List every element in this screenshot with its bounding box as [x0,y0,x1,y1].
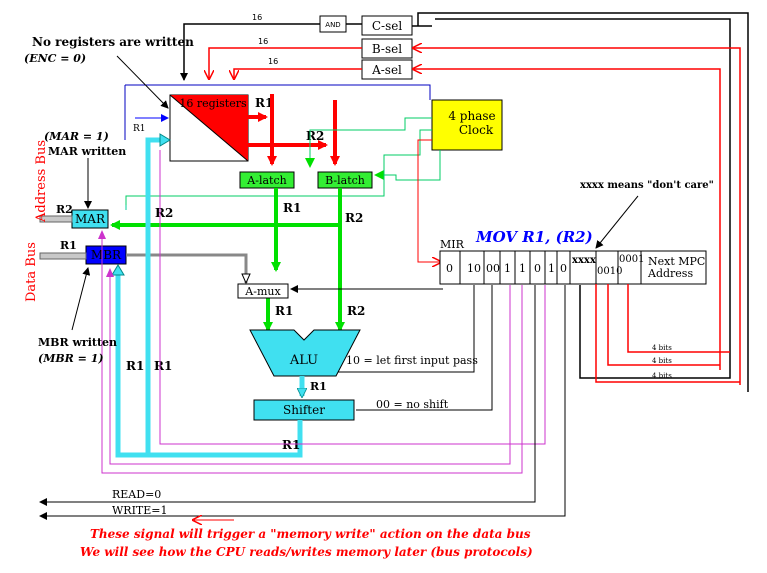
no-reg-written-note: No registers are written [32,35,194,49]
b-sel-wires [209,48,741,385]
enc-note: (ENC = 0) [24,52,86,65]
wire-label-4bits-2: 4 bits [652,357,672,365]
mir-field-alu: 10 [467,262,481,275]
mir-field-mbr: 1 [504,262,511,275]
wire-label-4bits-1: 4 bits [652,344,672,352]
mir-select-wires [595,284,740,383]
reg-output-wires [248,94,340,166]
mar-set-note: (MAR = 1) [44,130,109,143]
footer-note-1: These signal will trigger a "memory writ… [90,527,531,541]
b-latch: B-latch [317,171,373,189]
read-signal: READ=0 [112,488,161,501]
c-sel-wires [180,12,749,392]
clock-box: 4 phase Clock [431,99,503,151]
svg-text:A-latch: A-latch [246,174,286,187]
alu: ALU [249,329,361,377]
dont-care-pointer [595,195,639,249]
mbr-written-note: MBR written [38,336,117,349]
reg-input-r1: R1 [133,124,146,134]
svg-text:C-sel: C-sel [372,19,402,33]
svg-text:4 phase: 4 phase [448,109,495,123]
data-bus-label: Data Bus [24,242,39,302]
mir-field-sh: 00 [486,262,500,275]
shifter-out-r1-label: R1 [282,438,300,452]
b-sel-box: B-sel [361,38,413,59]
a-latch-r1-label: R1 [283,201,301,215]
a-latch: A-latch [239,171,295,189]
mbr-set-note: (MBR = 1) [38,352,104,365]
clock-wires [125,117,441,205]
reg-out-r1-label: R1 [255,96,273,110]
alu-out-r1-label: R1 [310,380,327,393]
memory-control-wires [101,150,546,474]
write-signal: WRITE=1 [112,504,168,517]
c-sel-box: C-sel [361,15,413,36]
wire-label-16-a: 16 [268,57,278,66]
alu-control-wire [338,285,475,373]
mir-field-xxxx: xxxx [572,255,597,266]
a-mux: A-mux [237,283,289,299]
svg-text:ALU: ALU [289,353,318,368]
svg-text:Shifter: Shifter [283,403,325,417]
reg-out-r2-label: R2 [306,129,324,143]
b-latch-r2-label: R2 [345,211,363,225]
read-write-wires [39,285,566,520]
a-sel-box: A-sel [361,59,413,80]
alu-in-r1-label: R1 [275,304,293,318]
mbr-return-r1-label: R1 [126,359,144,373]
wire-label-16-c: 16 [252,13,262,22]
footer-note-2: We will see how the CPU reads/writes mem… [80,545,533,559]
svg-text:B-latch: B-latch [325,174,365,187]
svg-text:16 registers: 16 registers [179,97,247,110]
mar-in-r2-label: R2 [155,206,173,220]
mir-field-enc: 0 [446,262,453,275]
mbr-pointer [71,267,91,331]
mbr-r1-label: R1 [60,239,77,252]
svg-text:MAR: MAR [75,212,106,226]
clock-to-mir [417,139,440,262]
mir-field-b: 0001 [619,254,644,265]
svg-text:B-sel: B-sel [372,42,402,56]
svg-text:Clock: Clock [459,123,494,137]
wire-label-4bits-3: 4 bits [652,372,672,380]
shifter-control-wire [356,285,493,411]
svg-text:MBR: MBR [91,248,122,262]
mir-field-rd: 0 [534,262,541,275]
svg-text:AND: AND [325,21,340,29]
instruction-title: MOV R1, (R2) [475,228,593,246]
mir-label: MIR [440,238,465,251]
mir-register [439,250,707,285]
mir-field-next-mpc: Next MPC [648,255,705,268]
mir-fields: 0 10 00 1 1 0 1 0 xxxx 0001 0010 Next MP… [446,254,705,280]
wire-label-16-b: 16 [258,37,268,46]
svg-text:A-sel: A-sel [371,63,402,77]
mir-field-a: 0010 [597,266,622,277]
mar-r2-label: R2 [56,203,73,216]
mir-field-mar: 1 [519,262,526,275]
shifter-control-note: 00 = no shift [376,398,449,411]
mir-field-wr: 1 [548,262,555,275]
address-bus-label: Address Bus [34,140,49,223]
mbr-register: MBR [85,245,127,265]
and-gate: AND [319,15,347,33]
shifter: Shifter [253,399,355,421]
svg-text:A-mux: A-mux [244,285,281,298]
mir-field-address: Address [647,267,693,280]
alu-in-r2-label: R2 [347,304,365,318]
alu-control-note: 10 = let first input pass [346,354,478,367]
reg-return-r1-label: R1 [154,359,172,373]
mar-written-note: MAR written [48,145,126,158]
dont-care-note: xxxx means "don't care" [580,180,714,191]
address-bus-arrow [39,215,73,223]
mir-field-amux: 0 [560,262,567,275]
datapath-frame [125,84,431,100]
no-write-pointer [116,55,169,109]
register-file: 16 registers [169,94,249,162]
mar-register: MAR [71,209,109,229]
data-bus-arrow [39,252,87,260]
